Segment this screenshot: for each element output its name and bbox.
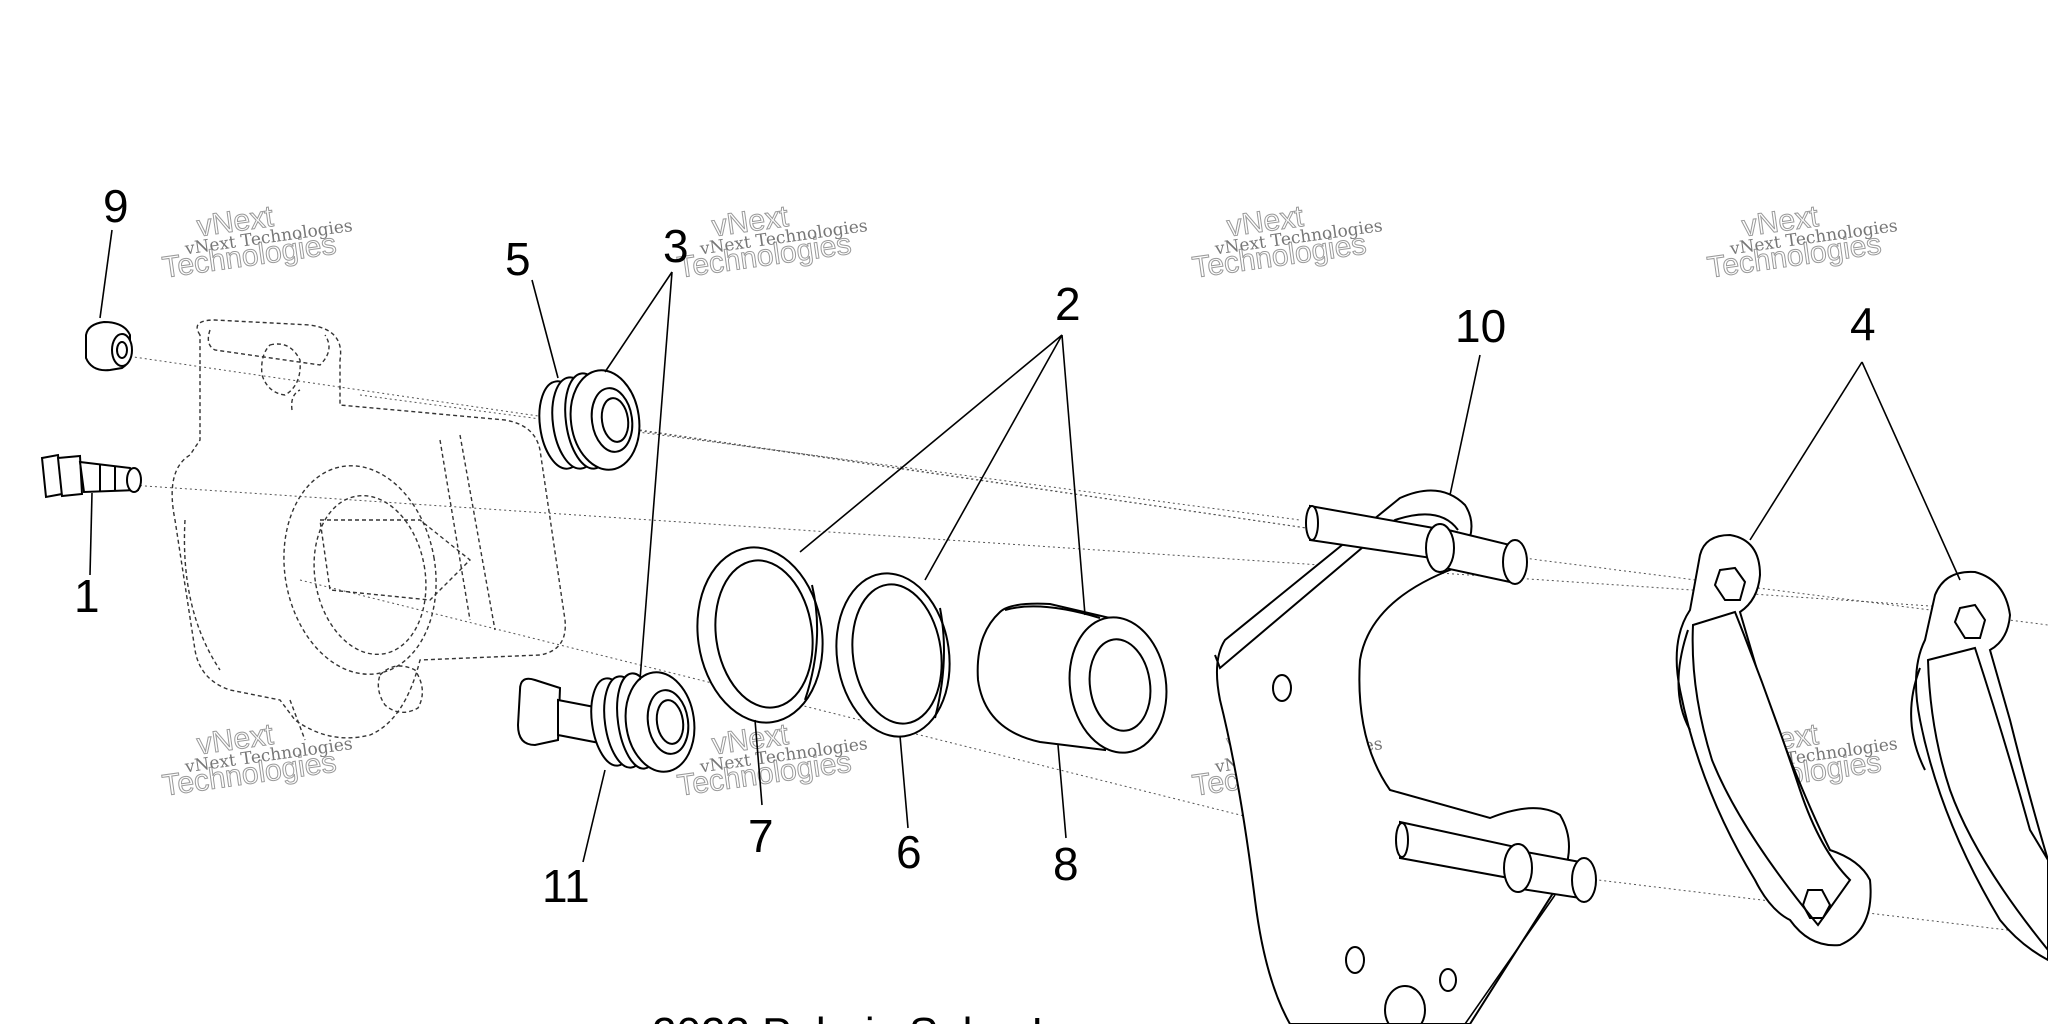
watermark-top-3: vNext Technologies vNext Technologies bbox=[1190, 199, 1384, 285]
caliper-body bbox=[171, 319, 566, 741]
callout-9: 9 bbox=[103, 180, 129, 232]
copyright-caption: 2023 Polaris Sales Inc. bbox=[652, 1009, 1102, 1024]
part-1-bleeder-screw bbox=[40, 453, 142, 499]
callout-labels: 9 1 5 3 2 10 4 11 7 6 8 bbox=[74, 180, 1876, 912]
part-5-upper-boot bbox=[538, 369, 641, 471]
callout-11: 11 bbox=[542, 860, 590, 912]
watermark-top-4: vNext Technologies vNext Technologies bbox=[1705, 199, 1899, 285]
callout-8: 8 bbox=[1053, 838, 1079, 890]
callout-4: 4 bbox=[1850, 298, 1876, 350]
watermark-top-2: vNext Technologies vNext Technologies bbox=[675, 199, 869, 285]
part-4-brake-pad-right bbox=[1910, 570, 2048, 962]
part-9-bleeder-cap bbox=[85, 320, 133, 372]
watermark-bottom-1: vNext Technologies vNext Technologies bbox=[160, 717, 354, 803]
part-8-piston bbox=[976, 602, 1168, 754]
part-11-pin-bolt bbox=[516, 671, 696, 773]
callout-6: 6 bbox=[896, 826, 922, 878]
part-10-bracket bbox=[1214, 489, 1597, 1024]
callout-1: 1 bbox=[74, 570, 100, 622]
part-4-brake-pad-left bbox=[1675, 533, 1872, 947]
part-6-piston-seal bbox=[835, 572, 951, 738]
watermark-top-1: vNext Technologies vNext Technologies bbox=[160, 199, 354, 285]
callout-2: 2 bbox=[1055, 278, 1081, 330]
callout-7: 7 bbox=[748, 810, 774, 862]
callout-3: 3 bbox=[663, 220, 689, 272]
callout-5: 5 bbox=[505, 233, 531, 285]
callout-10: 10 bbox=[1455, 300, 1506, 352]
part-7-dust-seal bbox=[696, 546, 824, 724]
leader-lines bbox=[89, 229, 1961, 1024]
